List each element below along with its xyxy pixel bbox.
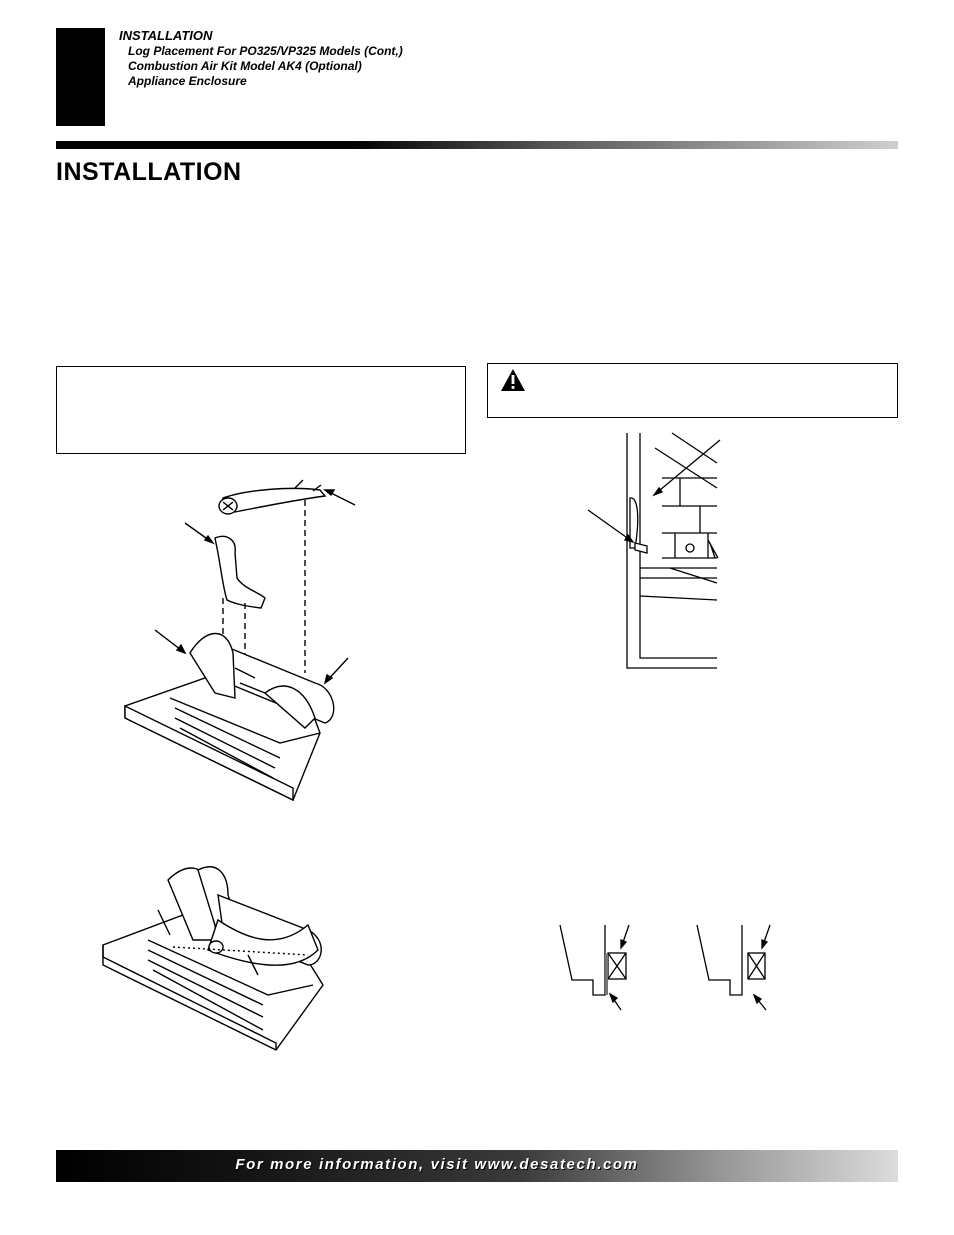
- log-placement-exploded-figure: [124, 479, 356, 802]
- enclosure-detail-right-figure: [696, 924, 771, 1011]
- combustion-air-kit-figure: [587, 432, 721, 669]
- header-item-combustion-air-kit: Combustion Air Kit Model AK4 (Optional): [128, 59, 362, 73]
- warning-triangle-icon: [501, 369, 525, 391]
- header-section-label: INSTALLATION: [119, 28, 213, 43]
- header-item-appliance-enclosure: Appliance Enclosure: [128, 74, 247, 88]
- footer-bar: [56, 1150, 898, 1182]
- section-tab-block: [56, 28, 105, 126]
- note-box: [56, 366, 466, 454]
- page-title: INSTALLATION: [56, 158, 242, 186]
- footer-website-text: For more information, visit www.desatech…: [235, 1156, 639, 1173]
- enclosure-detail-left-figure: [559, 924, 630, 1011]
- header-rule-bar: [56, 141, 898, 149]
- warning-box: [487, 363, 898, 418]
- log-placement-complete-figure: [102, 866, 324, 1051]
- header-item-log-placement: Log Placement For PO325/VP325 Models (Co…: [128, 44, 403, 58]
